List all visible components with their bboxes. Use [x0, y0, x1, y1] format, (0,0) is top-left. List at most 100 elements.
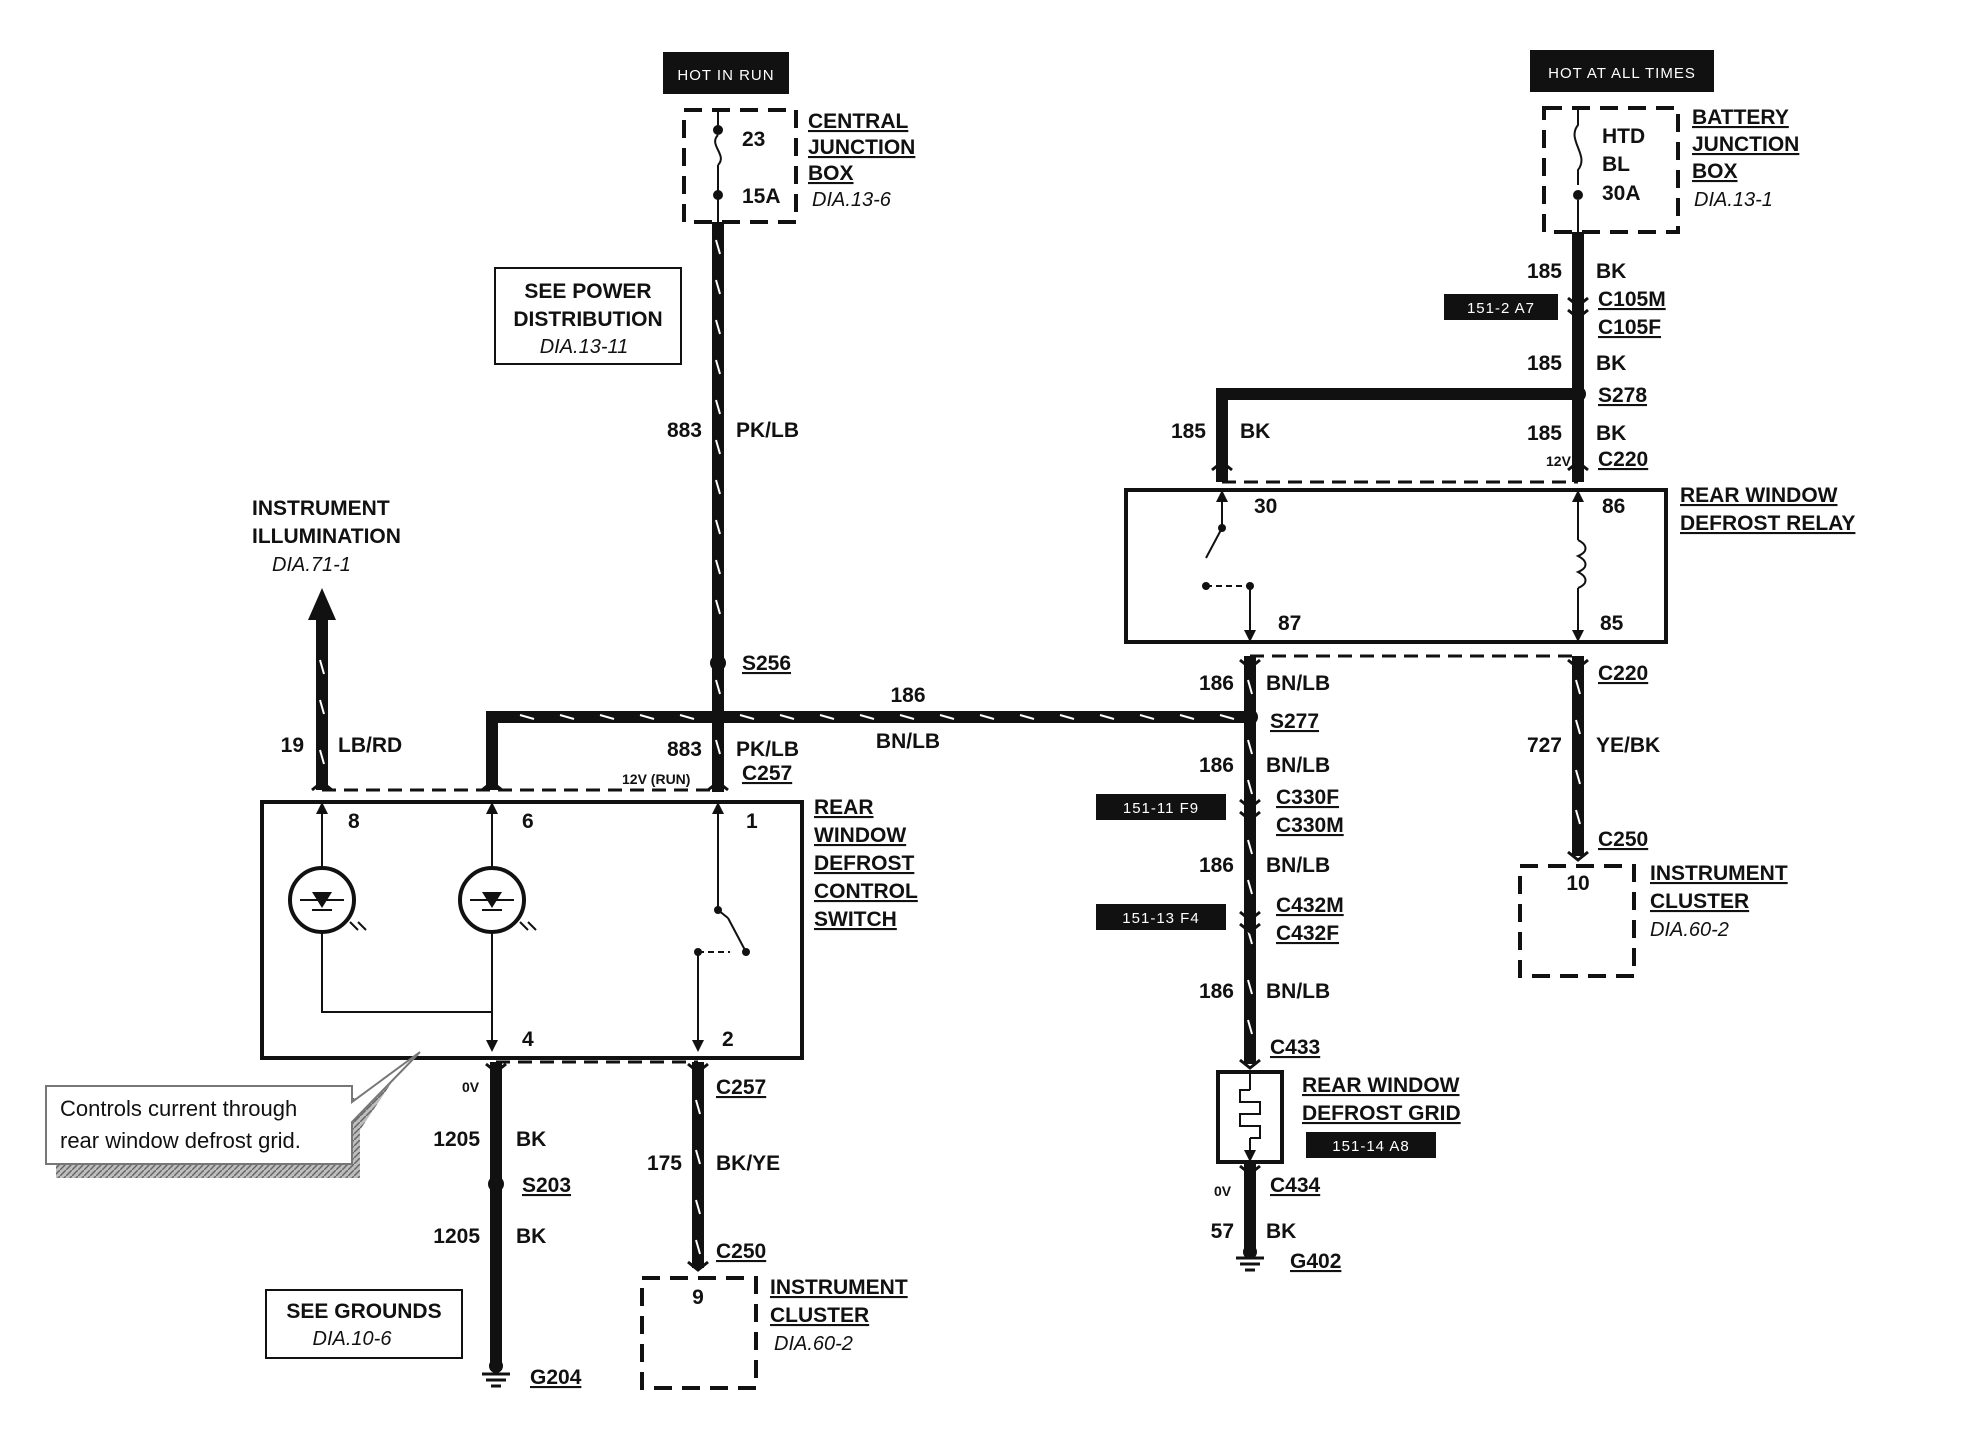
splice-s278-dot — [1570, 386, 1586, 402]
arrow-icon — [486, 1040, 498, 1052]
wire-186-b-color: BN/LB — [1266, 754, 1330, 777]
callout-line2: rear window defrost grid. — [60, 1128, 301, 1153]
led-indicator-icon — [288, 866, 367, 934]
ref-tag-151-14-label: 151-14 A8 — [1332, 1138, 1409, 1155]
led-indicator-icon — [458, 866, 537, 934]
wire-186-c-color: BN/LB — [1266, 854, 1330, 877]
c257-top-connector — [311, 780, 729, 792]
see-power-distribution-box: SEE POWER DISTRIBUTION DIA.13-11 — [494, 267, 682, 365]
relay-name-1: REAR WINDOW — [1680, 484, 1838, 507]
c105-connector — [1567, 296, 1589, 320]
fuse-element — [1573, 108, 1583, 185]
callout-note: Controls current through rear window def… — [45, 1051, 421, 1178]
wire-186-top-circuit: 186 — [890, 684, 925, 707]
dashed-harness — [322, 480, 1578, 1064]
see-grounds-line1: SEE GROUNDS — [286, 1300, 441, 1323]
wire-186-d-circuit: 186 — [1199, 980, 1234, 1003]
ref-tag-151-11-label: 151-11 F9 — [1123, 800, 1199, 817]
arrow-icon — [1244, 1150, 1256, 1162]
switch-name-3: DEFROST — [814, 852, 915, 875]
ref-tag-151-11: 151-11 F9 — [1096, 794, 1226, 820]
connector-c220-top: C220 — [1598, 448, 1648, 471]
splice-s256-dot — [710, 655, 726, 671]
wire-19-circuit: 19 — [281, 734, 304, 757]
spd-line1: SEE POWER — [524, 280, 651, 303]
wire-labels: 883 PK/LB 883 PK/LB 19 LB/RD 186 BN/LB 1… — [281, 260, 1661, 1248]
voltage-0v-right: 0V — [1214, 1183, 1232, 1199]
wire-185-b-circuit: 185 — [1527, 352, 1562, 375]
splice-s203: S203 — [522, 1174, 571, 1197]
bjb-name-2: JUNCTION — [1692, 133, 1799, 156]
ground-node-dot — [1243, 1245, 1257, 1259]
switch-pin-6: 6 — [522, 810, 534, 833]
cluster-left-name-2: CLUSTER — [770, 1304, 869, 1327]
ground-node-dot — [489, 1359, 503, 1373]
wire-186-d-color: BN/LB — [1266, 980, 1330, 1003]
wire-1205-b-color: BK — [516, 1225, 546, 1248]
component-labels: S256 S277 S278 S203 C257 C257 C105M C105… — [462, 288, 1666, 1389]
arrow-icon — [316, 802, 328, 814]
wire-185-c-circuit: 185 — [1171, 420, 1206, 443]
instrument-cluster-right: 10 INSTRUMENT CLUSTER DIA.60-2 — [1518, 862, 1788, 978]
wires — [316, 222, 1584, 1370]
hot-at-all-times-tag: HOT AT ALL TIMES — [1530, 50, 1714, 92]
relay-name-2: DEFROST RELAY — [1680, 512, 1855, 535]
ii-ref: DIA.71-1 — [272, 554, 351, 576]
relay-pin-87: 87 — [1278, 612, 1301, 635]
ground-g402: G402 — [1290, 1250, 1341, 1273]
wire-186-c-circuit: 186 — [1199, 854, 1234, 877]
wire-57-color: BK — [1266, 1220, 1296, 1243]
cluster-right-pin: 10 — [1566, 872, 1589, 895]
wire-186-a-color: BN/LB — [1266, 672, 1330, 695]
wire-727-circuit: 727 — [1527, 734, 1562, 757]
wire-185-d-circuit: 185 — [1527, 422, 1562, 445]
callout-line1: Controls current through — [60, 1096, 297, 1121]
connector-c257-bottom: C257 — [716, 1076, 766, 1099]
hot-in-run-label: HOT IN RUN — [677, 67, 774, 84]
c250-right-connector — [1567, 850, 1589, 862]
switch-pin-2: 2 — [722, 1028, 734, 1051]
fuse-terminal — [1573, 190, 1583, 200]
cluster-right-name-1: INSTRUMENT — [1650, 862, 1788, 885]
connector-c250-left: C250 — [716, 1240, 766, 1263]
wire-883b-circuit: 883 — [667, 738, 702, 761]
switch-pin-8: 8 — [348, 810, 360, 833]
wire-185-c-color: BK — [1240, 420, 1270, 443]
connector-c432m: C432M — [1276, 894, 1344, 917]
splice-s256: S256 — [742, 652, 791, 675]
arrow-icon — [692, 1040, 704, 1052]
cluster-left-pin: 9 — [692, 1286, 704, 1309]
ii-line1: INSTRUMENT — [252, 497, 390, 520]
relay-pin-85: 85 — [1600, 612, 1624, 635]
connector-c330f: C330F — [1276, 786, 1339, 809]
bjb-fuse-2: BL — [1602, 153, 1630, 176]
rear-window-defrost-control-switch: 8 6 1 4 2 REAR WINDOW DEFROST CONTROL SW… — [260, 796, 918, 1060]
arrow-icon — [1244, 630, 1256, 642]
ii-line2: ILLUMINATION — [252, 525, 401, 548]
switch-pin-4: 4 — [522, 1028, 534, 1051]
fuse-number: 23 — [742, 128, 765, 151]
fuse-rating: 15A — [742, 185, 781, 208]
switch-contact — [714, 906, 722, 914]
cluster-right-name-2: CLUSTER — [1650, 890, 1749, 913]
arrow-icon — [712, 802, 724, 814]
wire-19-color: LB/RD — [338, 734, 402, 757]
switch-name-4: CONTROL — [814, 880, 918, 903]
wire-1205-b-circuit: 1205 — [433, 1225, 480, 1248]
fuse-element — [714, 134, 722, 166]
connector-c250-right: C250 — [1598, 828, 1648, 851]
voltage-12v: 12V — [1546, 453, 1572, 469]
spd-ref: DIA.13-11 — [540, 336, 629, 358]
c432-connector — [1239, 910, 1261, 934]
wire-175-circuit: 175 — [647, 1152, 682, 1175]
ground-g204: G204 — [530, 1366, 582, 1389]
cluster-right-ref: DIA.60-2 — [1650, 919, 1729, 941]
bjb-fuse-rating: 30A — [1602, 182, 1641, 205]
wire-883-color: PK/LB — [736, 419, 799, 442]
relay-contact — [1246, 582, 1254, 590]
wire-186-left — [486, 711, 718, 790]
central-junction-box: 23 15A CENTRAL JUNCTION BOX DIA.13-6 — [682, 108, 915, 224]
wire-185-branch — [1216, 388, 1578, 482]
c434-connector — [1239, 1164, 1261, 1176]
